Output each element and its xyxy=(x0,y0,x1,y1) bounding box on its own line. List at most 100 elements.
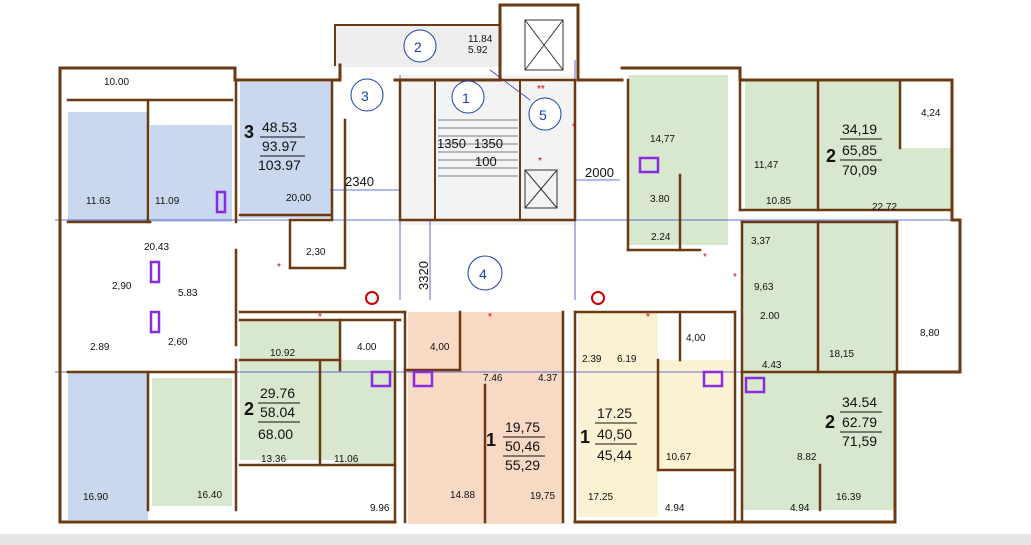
room-area: 3,37 xyxy=(751,236,771,247)
walls xyxy=(58,3,962,524)
svg-text:*: * xyxy=(733,272,737,283)
room-area: 11.06 xyxy=(334,454,359,465)
room-fill-green-7 xyxy=(900,148,952,210)
stair-treads xyxy=(438,119,518,177)
room-fill-green-2 xyxy=(240,320,340,460)
room-fill-blue-1 xyxy=(68,112,148,222)
room-area: 2,30 xyxy=(306,247,326,258)
room-area: 16.90 xyxy=(83,492,108,503)
room-area: 10.67 xyxy=(666,452,691,463)
room-area: 11.63 xyxy=(86,196,111,207)
svg-text:1: 1 xyxy=(580,427,590,447)
lift-shafts xyxy=(524,19,564,209)
room-area: 19,75 xyxy=(530,491,555,502)
marker-4: 4 xyxy=(467,255,503,291)
marker-5: 5 xyxy=(528,97,562,131)
room-area: 16.40 xyxy=(197,490,222,501)
room-fill-blue-3 xyxy=(68,222,238,372)
room-area: 4.00 xyxy=(357,342,377,353)
room-fill-blue-5 xyxy=(240,82,332,218)
room-area: 4,24 xyxy=(921,108,941,119)
room-area: 4.94 xyxy=(665,503,685,514)
room-area: 7.46 xyxy=(483,373,503,384)
room-area: 6.19 xyxy=(617,354,637,365)
room-area: 2.89 xyxy=(90,342,110,353)
room-area-labels: 10.00 11.63 11.09 20,00 20.43 2,30 2,90 … xyxy=(83,77,941,514)
room-area: 4.94 xyxy=(790,503,810,514)
svg-text:34,19: 34,19 xyxy=(842,121,877,137)
room-fill-blue-2 xyxy=(150,125,232,222)
balcony-area-b: 5.92 xyxy=(468,45,488,56)
svg-text:34.54: 34.54 xyxy=(842,394,877,410)
svg-text:68.00: 68.00 xyxy=(258,426,293,442)
balcony-area-a: 11.84 xyxy=(468,34,493,45)
svg-text:2: 2 xyxy=(826,146,836,166)
dim-100: 100 xyxy=(475,154,497,169)
dimensions: 2340 2000 3320 1350 1350 100 11.84 5.92 … xyxy=(345,34,614,290)
room-area: 4,00 xyxy=(686,333,706,344)
svg-text:*: * xyxy=(703,252,707,263)
svg-text:4: 4 xyxy=(479,266,487,282)
svg-text:*: * xyxy=(646,312,650,323)
svg-text:70,09: 70,09 xyxy=(842,162,877,178)
svg-text:71,59: 71,59 xyxy=(842,433,877,449)
axis-markers: 1 2 3 4 5 xyxy=(350,29,562,291)
room-area: 13.36 xyxy=(261,454,286,465)
svg-text:17.25: 17.25 xyxy=(597,405,632,421)
dim-3320: 3320 xyxy=(416,261,431,290)
room-fill-green-4 xyxy=(628,75,728,245)
room-fill-green-3 xyxy=(340,360,395,465)
room-area: 16.39 xyxy=(836,492,861,503)
svg-text:48.53: 48.53 xyxy=(262,119,297,135)
room-area: 10.85 xyxy=(766,196,791,207)
apartment-2-top-right-tag: 2 34,19 65,85 70,09 xyxy=(826,121,882,178)
room-area: 3.80 xyxy=(650,194,670,205)
room-fill-green-8 xyxy=(742,222,897,372)
svg-text:*: * xyxy=(277,262,281,273)
svg-text:2: 2 xyxy=(825,412,835,432)
double-star: ** xyxy=(537,84,545,95)
svg-text:62.79: 62.79 xyxy=(842,414,877,430)
svg-text:58.04: 58.04 xyxy=(260,404,295,420)
room-fill-green-9 xyxy=(742,372,894,510)
svg-text:3: 3 xyxy=(244,122,254,142)
apartment-2-bottom-right-tag: 2 34.54 62.79 71,59 xyxy=(825,394,882,449)
room-area: 8,80 xyxy=(920,328,940,339)
room-area: 17.25 xyxy=(588,492,613,503)
marker-2: 2 xyxy=(403,29,437,63)
svg-text:1: 1 xyxy=(462,90,470,106)
apartment-1-peach-tag: 1 19,75 50,46 55,29 xyxy=(486,419,545,473)
svg-text:50,46: 50,46 xyxy=(505,438,540,454)
room-area: 4.43 xyxy=(762,360,782,371)
marker-1: 1 xyxy=(451,80,485,114)
room-area: 4,00 xyxy=(430,342,450,353)
room-area: 2.39 xyxy=(582,354,602,365)
svg-text:29.76: 29.76 xyxy=(260,385,295,401)
dim-2340: 2340 xyxy=(345,174,374,189)
room-area: 11,47 xyxy=(754,160,779,171)
marker-3: 3 xyxy=(350,78,384,112)
room-area: 2.00 xyxy=(760,311,780,322)
vent-markers xyxy=(149,156,766,394)
room-area: 14.88 xyxy=(450,490,475,501)
dim-2000: 2000 xyxy=(585,165,614,180)
dim-1350-a: 1350 xyxy=(437,136,466,151)
room-fill-blue-4 xyxy=(68,372,148,520)
svg-text:19,75: 19,75 xyxy=(505,419,540,435)
svg-text:2: 2 xyxy=(244,399,254,419)
svg-text:45,44: 45,44 xyxy=(597,447,632,463)
bottom-bar xyxy=(0,534,1031,545)
room-area: 18,15 xyxy=(829,349,854,360)
apartment-2-left-tag: 2 29.76 58.04 68.00 xyxy=(244,385,300,442)
svg-text:1: 1 xyxy=(486,430,496,450)
room-area: 2,90 xyxy=(112,281,132,292)
fire-symbols xyxy=(365,291,605,305)
svg-text:40,50: 40,50 xyxy=(597,426,632,442)
room-area: 14,77 xyxy=(650,134,675,145)
dim-1350-b: 1350 xyxy=(474,136,503,151)
svg-text:93.97: 93.97 xyxy=(262,138,297,154)
room-area: 2.24 xyxy=(651,232,671,243)
room-fill-green-1 xyxy=(152,378,232,506)
room-area: 22.72 xyxy=(872,202,897,213)
